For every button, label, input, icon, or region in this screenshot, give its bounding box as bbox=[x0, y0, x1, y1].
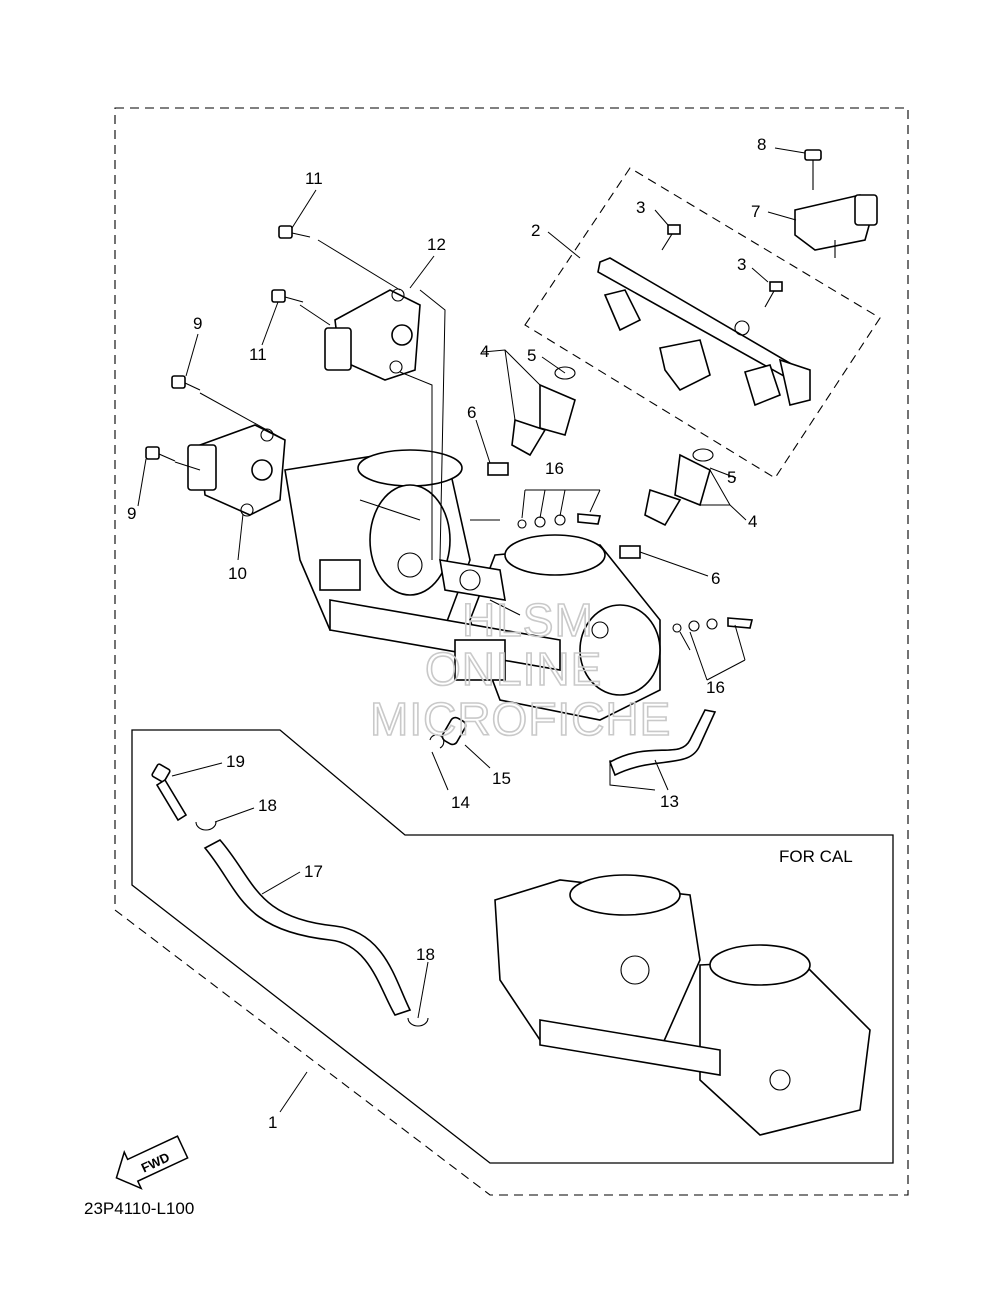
watermark-line-3: MICROFICHE bbox=[370, 693, 671, 745]
throttle-position-sensor bbox=[187, 424, 286, 517]
throttle-body-assembly bbox=[284, 449, 661, 721]
callout-14: 14 bbox=[451, 793, 470, 812]
callout-10: 10 bbox=[228, 564, 247, 583]
clip-14 bbox=[429, 734, 445, 749]
callout-2: 2 bbox=[531, 221, 540, 240]
callout-6-lower: 6 bbox=[711, 569, 720, 588]
callout-4-upper: 4 bbox=[480, 342, 489, 361]
callout-5-lower: 5 bbox=[727, 468, 736, 487]
callouts: 1 2 3 3 4 4 5 5 6 6 7 8 9 9 10 11 11 12 … bbox=[127, 135, 766, 1132]
callout-18-upper: 18 bbox=[258, 796, 277, 815]
bolt-11-upper bbox=[278, 225, 311, 239]
callout-3-lower: 3 bbox=[737, 255, 746, 274]
clamp-18-upper bbox=[195, 821, 217, 831]
bolt-9-lower bbox=[145, 446, 176, 462]
fuel-injector-left bbox=[487, 366, 576, 476]
for-cal-label: FOR CAL bbox=[779, 847, 853, 866]
hose-17 bbox=[203, 838, 412, 1016]
callout-16-lower: 16 bbox=[706, 678, 725, 697]
callout-1: 1 bbox=[268, 1113, 277, 1132]
screw-set-16-lower bbox=[672, 617, 754, 633]
bolt-11-lower bbox=[271, 289, 304, 303]
sensor-screw bbox=[804, 149, 822, 190]
rail-screw-upper bbox=[661, 224, 681, 251]
clamp-18-lower bbox=[407, 1017, 429, 1027]
fuel-pressure-sensor bbox=[794, 194, 878, 258]
cal-throttle-body bbox=[494, 874, 871, 1136]
watermark-line-1: HLSM bbox=[462, 594, 594, 646]
rail-screw-lower bbox=[764, 281, 783, 308]
hose-13 bbox=[609, 709, 717, 777]
fitting-19 bbox=[151, 763, 188, 822]
callout-11-upper: 11 bbox=[305, 169, 323, 188]
callout-9-upper: 9 bbox=[193, 314, 202, 333]
callout-15: 15 bbox=[492, 769, 511, 788]
for-cal-frame bbox=[131, 729, 894, 1164]
callout-3-upper: 3 bbox=[636, 198, 645, 217]
fuel-injector-right bbox=[619, 448, 714, 559]
callout-17: 17 bbox=[304, 862, 323, 881]
watermark: HLSM ONLINE MICROFICHE bbox=[369, 593, 671, 746]
callout-18-lower: 18 bbox=[416, 945, 435, 964]
fuel-rail bbox=[597, 257, 811, 407]
callout-6-upper: 6 bbox=[467, 403, 476, 422]
fwd-arrow-icon: FWD bbox=[115, 1135, 189, 1190]
bolt-9-upper bbox=[171, 375, 201, 391]
callout-5-upper: 5 bbox=[527, 346, 536, 365]
callout-16-upper: 16 bbox=[545, 459, 564, 478]
screw-set-16-upper bbox=[517, 513, 602, 529]
callout-9-lower: 9 bbox=[127, 504, 136, 523]
callout-13: 13 bbox=[660, 792, 679, 811]
callout-11-lower: 11 bbox=[249, 345, 267, 364]
watermark-line-2: ONLINE bbox=[425, 643, 602, 695]
cap-15 bbox=[441, 716, 467, 746]
callout-8: 8 bbox=[757, 135, 766, 154]
callout-4-lower: 4 bbox=[748, 512, 757, 531]
fuel-rail-boundary bbox=[524, 167, 881, 479]
intake-air-sensor bbox=[324, 288, 421, 381]
callout-7: 7 bbox=[751, 202, 760, 221]
leader-lines bbox=[137, 147, 806, 1113]
callout-12: 12 bbox=[427, 235, 446, 254]
drawing-code: 23P4110-L100 bbox=[84, 1199, 194, 1218]
assembly-boundary bbox=[114, 107, 909, 1196]
callout-19: 19 bbox=[226, 752, 245, 771]
